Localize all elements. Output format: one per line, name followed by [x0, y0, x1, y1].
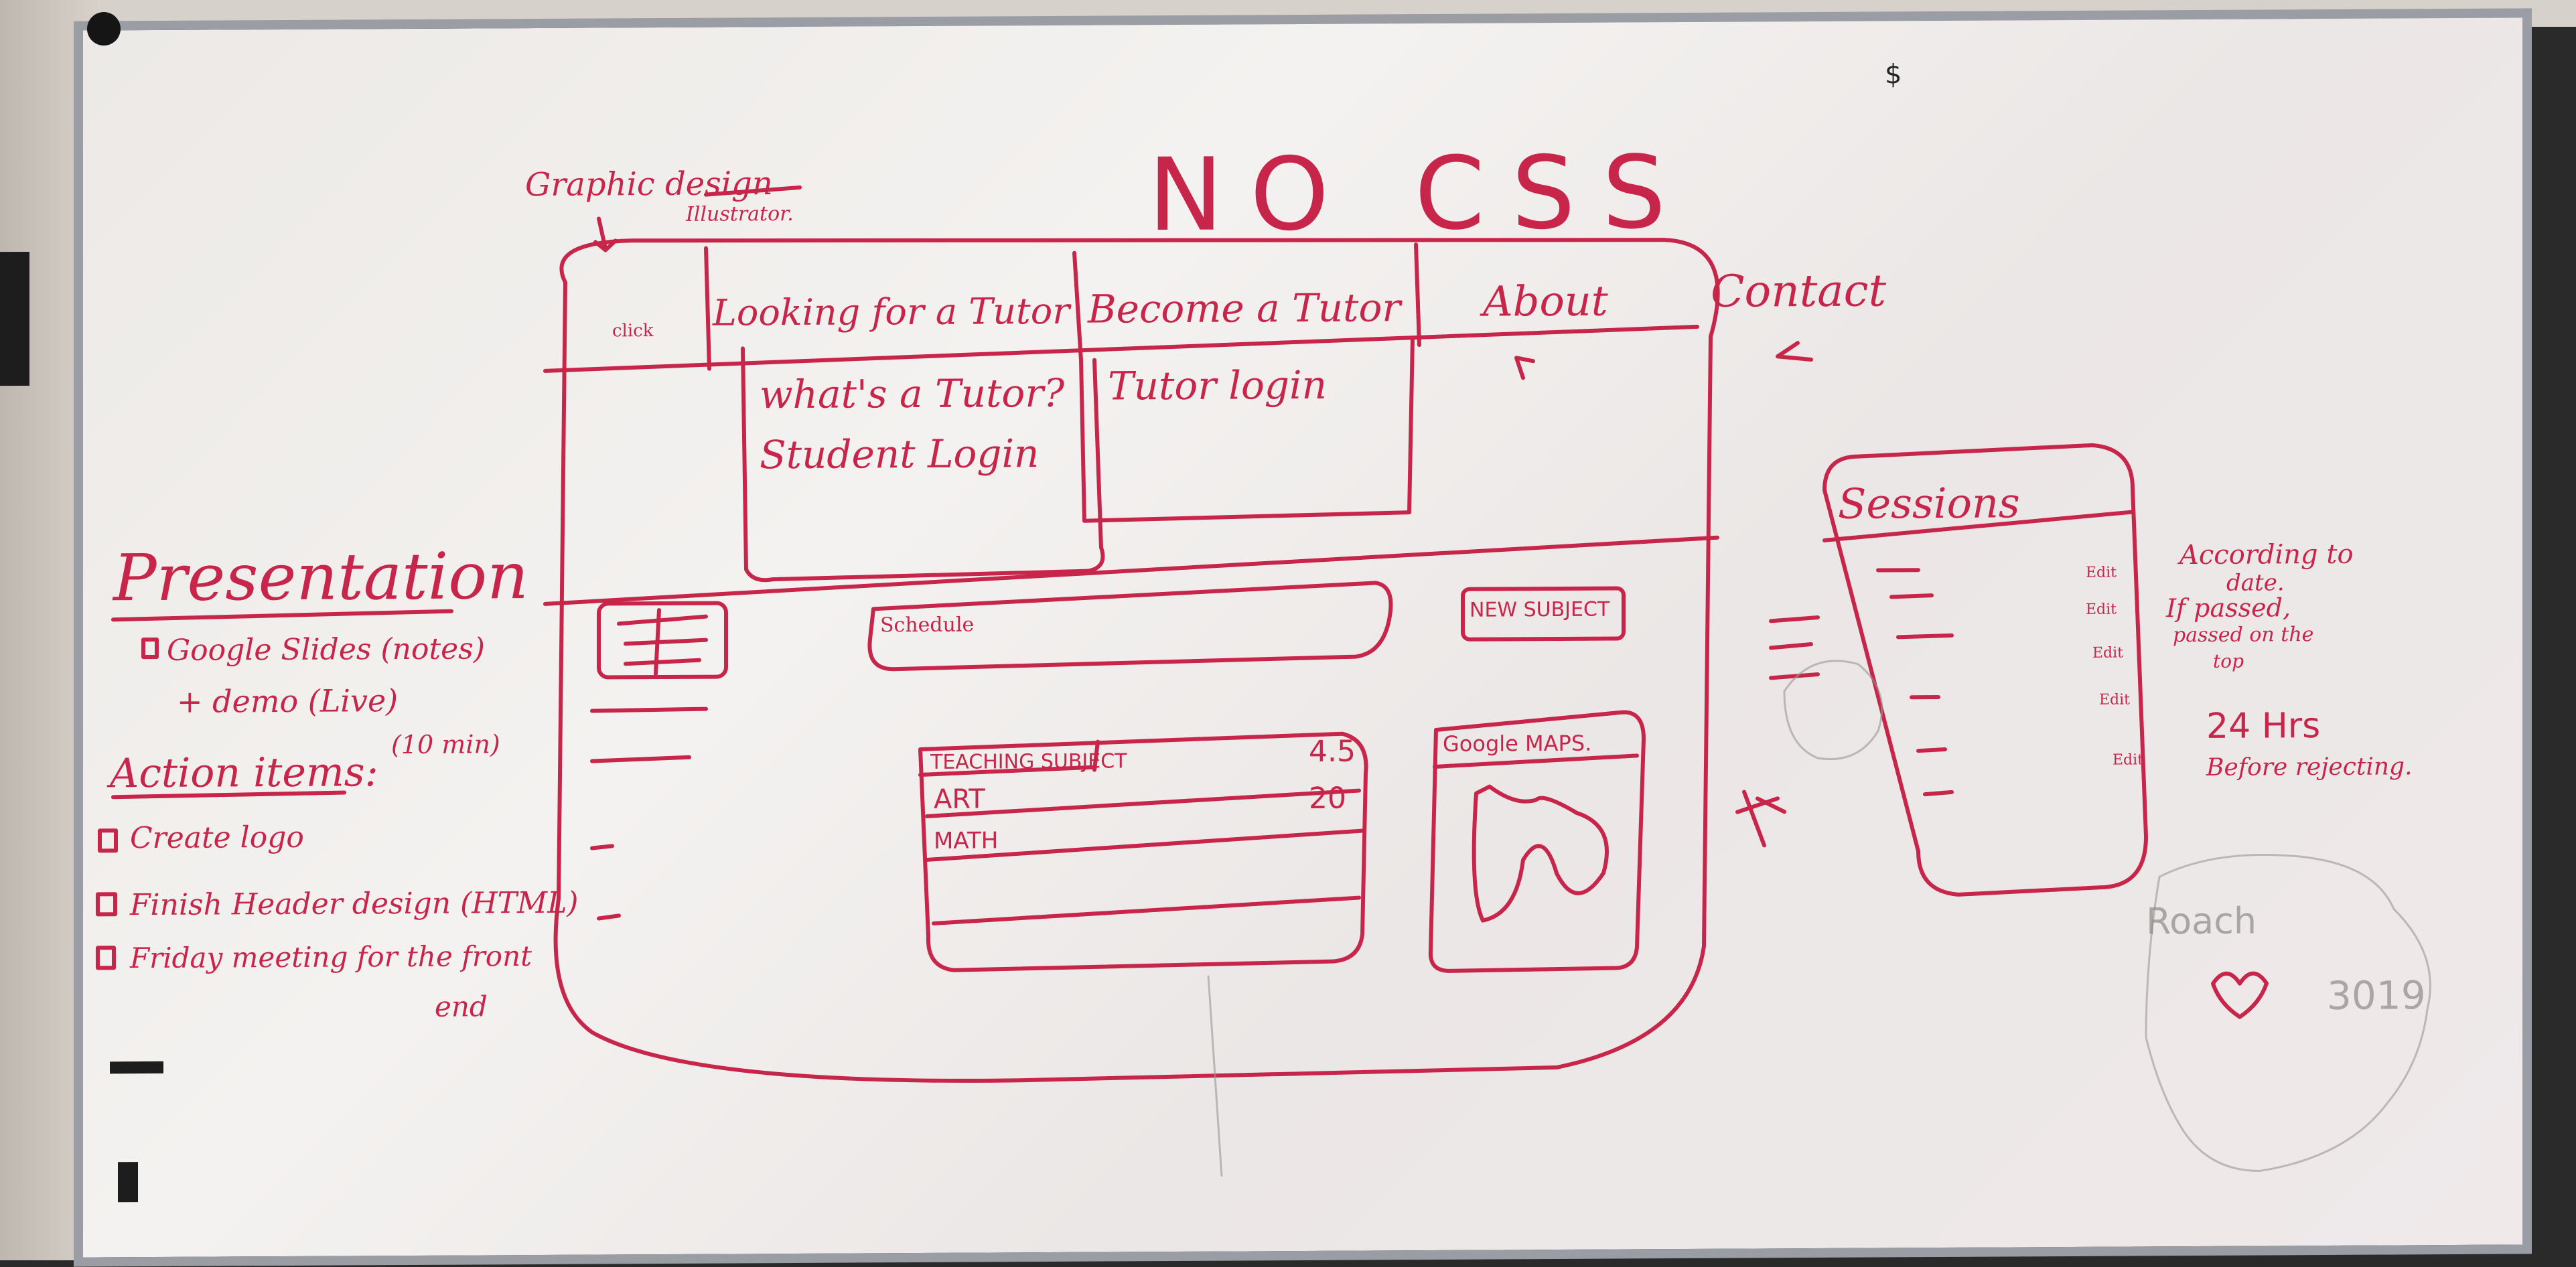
table-row-value: 20: [1309, 781, 1346, 816]
dropdown-student-login: Student Login: [760, 431, 1040, 478]
nav-about: About: [1483, 276, 1608, 326]
table-row-subject: ART: [934, 784, 985, 815]
wireframe-sketch: [96, 185, 2431, 1177]
session-edit-label: Edit: [2086, 601, 2117, 618]
maps-label: Google MAPS.: [1443, 730, 1592, 757]
dropdown-tutor-login: Tutor login: [1108, 362, 1327, 409]
session-note: 24 Hrs: [2206, 706, 2321, 747]
session-note: Before rejecting.: [2206, 753, 2413, 781]
action-item: Create logo: [130, 820, 304, 856]
action-item: Finish Header design (HTML): [130, 885, 579, 923]
page-title: NO CSS: [1148, 134, 1693, 254]
session-note: According to: [2179, 538, 2354, 571]
presentation-item: (10 min): [391, 729, 500, 760]
new-subject-label: NEW SUBJECT: [1470, 597, 1610, 622]
dollar-mark: $: [1885, 59, 1902, 90]
session-edit-label: Edit: [2113, 751, 2144, 769]
presentation-title: Presentation: [113, 538, 528, 616]
illustrator-note: Illustrator.: [686, 202, 794, 226]
signature-name: Roach: [2146, 899, 2257, 943]
nav-looking-for-tutor: Looking for a Tutor: [713, 289, 1070, 334]
action-items-title: Action items:: [110, 749, 378, 798]
schedule-label: Schedule: [880, 613, 975, 638]
action-item: end: [435, 990, 488, 1023]
nav-become-tutor: Become a Tutor: [1088, 285, 1401, 332]
session-note: top: [2213, 650, 2244, 672]
board-marker-mark: [0, 251, 29, 386]
presentation-item: Google Slides (notes): [167, 631, 485, 668]
table-rating: 4.5: [1309, 734, 1356, 769]
graphic-design-note: Graphic design: [525, 165, 773, 204]
sessions-title: Sessions: [1838, 478, 2020, 528]
dropdown-whats-a-tutor: what's a Tutor?: [760, 370, 1065, 418]
session-edit-label: Edit: [2092, 644, 2124, 662]
session-note: If passed,: [2166, 593, 2291, 623]
presentation-item: + demo (Live): [177, 682, 399, 720]
action-item: Friday meeting for the front: [130, 940, 532, 975]
room-number: 3019: [2327, 972, 2426, 1019]
nav-click-label: click: [612, 321, 654, 342]
table-header: TEACHING SUBJECT: [930, 749, 1127, 774]
session-note: passed on the: [2173, 623, 2314, 648]
session-edit-label: Edit: [2086, 564, 2117, 581]
sticker-icon: [87, 12, 121, 46]
table-row-subject: MATH: [934, 827, 999, 854]
session-note: date.: [2226, 569, 2285, 597]
session-edit-label: Edit: [2099, 691, 2131, 709]
whiteboard: NO CSS Graphic design Illustrator. $ cli…: [0, 8, 2532, 1267]
nav-contact: Contact: [1711, 265, 1887, 317]
